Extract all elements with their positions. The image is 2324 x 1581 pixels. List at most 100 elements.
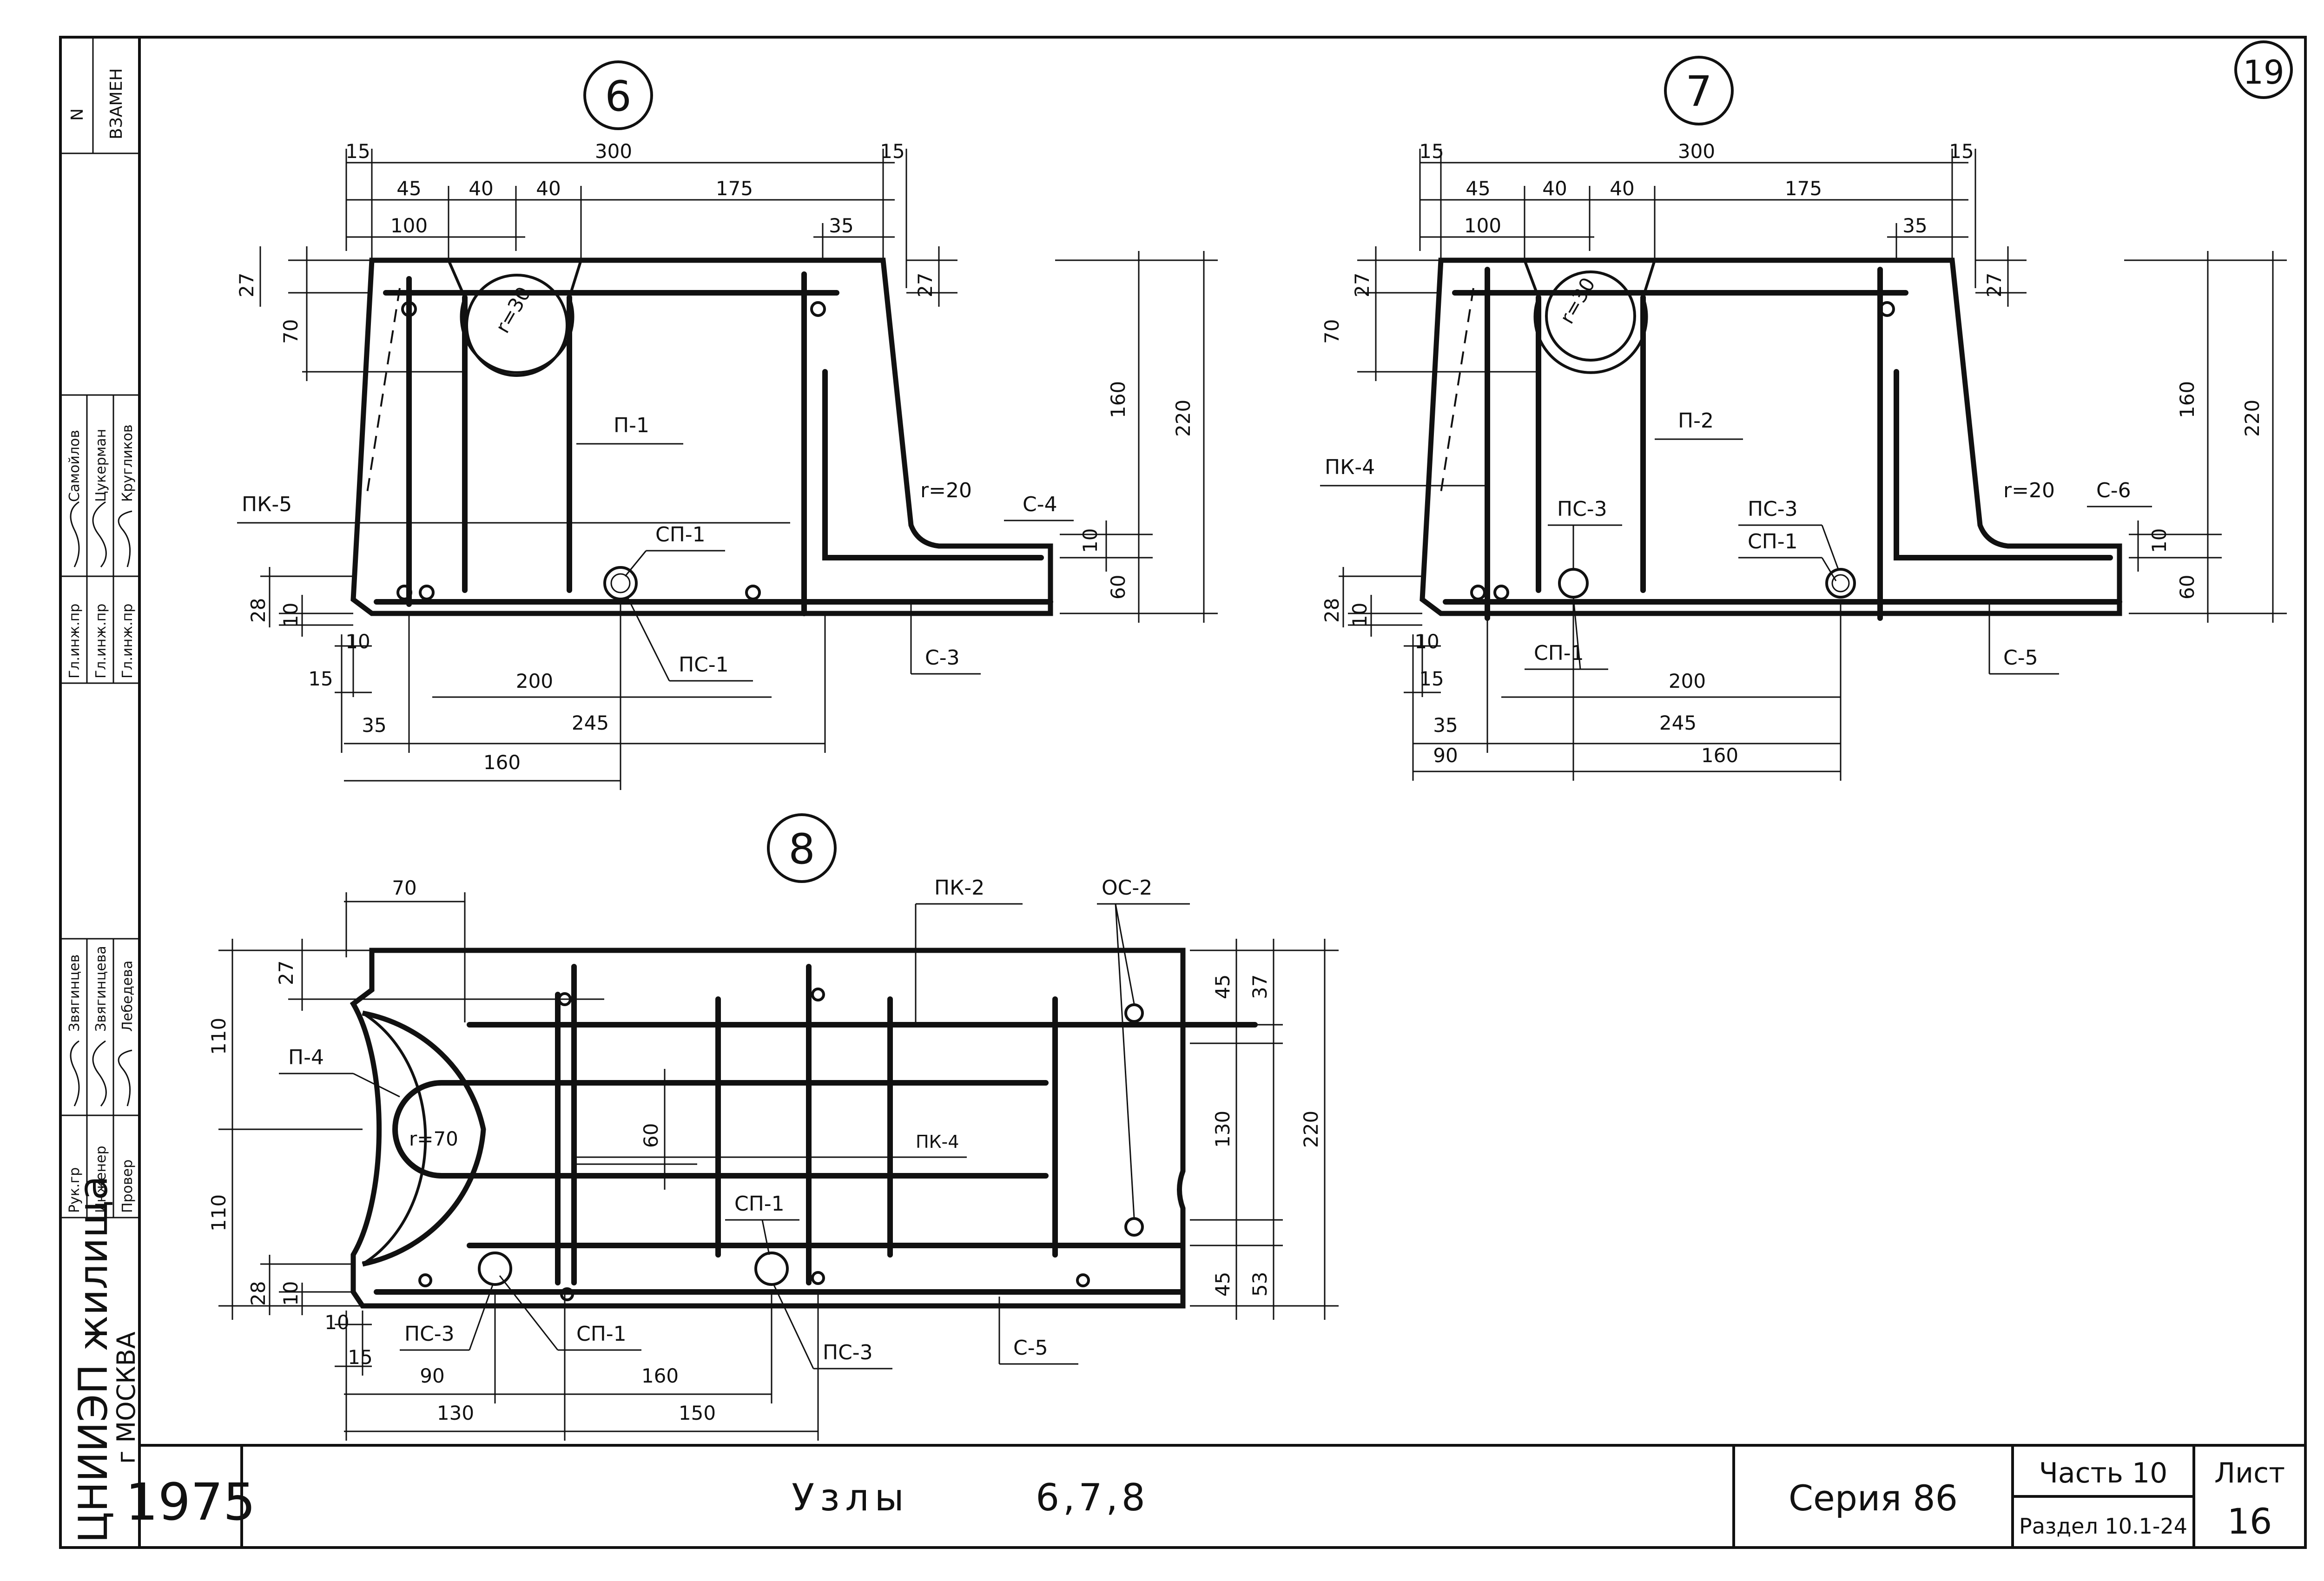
svg-text:10: 10 [279, 1281, 302, 1306]
svg-text:70: 70 [279, 319, 302, 344]
svg-text:Самойлов: Самойлов [66, 430, 83, 502]
svg-text:245: 245 [572, 711, 609, 734]
svg-text:Звягинцев: Звягинцев [66, 955, 83, 1032]
svg-text:160: 160 [641, 1364, 679, 1387]
svg-text:Гл.инж.пр: Гл.инж.пр [66, 604, 83, 679]
side-stamp: N ВЗАМЕН Гл.инж.пр Гл.инж.пр Гл.инж.пр С… [59, 36, 141, 1549]
node-6-label-pk: ПК-5 [242, 493, 292, 516]
node-7-label-ps3b: ПС-3 [1748, 497, 1798, 521]
node-6-label-p: П-1 [614, 414, 649, 437]
signature [92, 1040, 107, 1107]
svg-text:27: 27 [914, 273, 937, 297]
svg-text:130: 130 [1211, 1111, 1234, 1148]
svg-text:27: 27 [1351, 273, 1373, 297]
node-7-label-sp1b: СП-1 [1748, 530, 1798, 553]
svg-text:45: 45 [1466, 177, 1490, 200]
node-7-label-pk: ПК-4 [1325, 455, 1375, 479]
node-6-label-ps: ПС-1 [679, 653, 729, 677]
signature [118, 510, 132, 567]
svg-text:10: 10 [279, 603, 302, 627]
svg-text:28: 28 [1320, 598, 1343, 623]
section: Раздел 10.1-24 [2019, 1514, 2187, 1539]
org-name: ЦНИИЭП жилища [70, 1176, 117, 1543]
node-8-loop-bar [392, 1080, 1049, 1179]
svg-text:Звягинцева: Звягинцева [93, 946, 109, 1032]
title-nodes: 6,7,8 [1036, 1476, 1149, 1519]
svg-text:Лебедева: Лебедева [119, 961, 136, 1032]
sheet-frame [138, 36, 2307, 1549]
node-6: 6 r=30 15 300 [235, 60, 1218, 790]
svg-text:40: 40 [1610, 177, 1634, 200]
signature [70, 501, 80, 567]
svg-text:28: 28 [247, 1281, 270, 1306]
stamp-vzamen: ВЗАМЕН [107, 68, 126, 139]
svg-text:27: 27 [235, 273, 258, 297]
svg-text:35: 35 [1902, 214, 1927, 237]
svg-text:160: 160 [2176, 381, 2199, 418]
svg-text:Провер: Провер [119, 1159, 136, 1213]
node-8-ps3-bar [754, 1252, 789, 1286]
node-8-number: 8 [767, 813, 837, 883]
svg-text:15: 15 [880, 140, 905, 163]
node-8-label-pk2: ПК-2 [934, 876, 984, 900]
svg-text:37: 37 [1248, 975, 1271, 999]
svg-text:8: 8 [788, 825, 815, 874]
svg-text:15: 15 [1949, 140, 1974, 163]
svg-text:15: 15 [348, 1346, 372, 1369]
svg-text:Цукерман: Цукерман [93, 429, 109, 502]
node-6-bent-bar [366, 288, 401, 493]
node-7-ps3-bar [1825, 568, 1856, 599]
svg-text:60: 60 [1107, 575, 1129, 599]
svg-text:100: 100 [390, 214, 428, 237]
svg-text:Рук.гр: Рук.гр [66, 1167, 83, 1213]
svg-text:10: 10 [1348, 603, 1371, 627]
node-8-label-pk4: ПК-4 [916, 1132, 959, 1152]
node-7: 7 r=30 15 300 15 45 4 [1320, 56, 2287, 781]
node-6-label-c-top: С-4 [1023, 493, 1057, 516]
svg-text:220: 220 [2241, 400, 2264, 437]
svg-text:10: 10 [1414, 630, 1439, 653]
svg-text:200: 200 [516, 670, 553, 692]
svg-text:15: 15 [345, 140, 370, 163]
svg-text:40: 40 [536, 177, 561, 200]
svg-text:160: 160 [483, 751, 521, 774]
node-8-label-c5: С-5 [1013, 1336, 1048, 1360]
svg-text:160: 160 [1107, 381, 1129, 418]
svg-text:90: 90 [1433, 744, 1458, 767]
node-7-ps3-bar [1558, 568, 1589, 599]
svg-text:40: 40 [469, 177, 493, 200]
svg-text:160: 160 [1701, 744, 1738, 767]
svg-text:Инженер: Инженер [93, 1146, 109, 1213]
node-8-label-oc2: ОС-2 [1102, 876, 1152, 900]
svg-text:10: 10 [345, 630, 370, 653]
signature [70, 1040, 80, 1107]
svg-text:7: 7 [1685, 67, 1712, 116]
svg-text:300: 300 [595, 140, 632, 163]
corner-sheet-number: 19 [2234, 40, 2293, 99]
title-block: 1975 Узлы 6,7,8 Серия 86 Часть 10 Раздел… [125, 1445, 2285, 1548]
svg-text:150: 150 [679, 1402, 716, 1424]
svg-text:110: 110 [207, 1194, 230, 1232]
svg-text:130: 130 [437, 1402, 474, 1424]
signature [118, 1049, 132, 1107]
svg-text:10: 10 [1079, 528, 1102, 553]
svg-text:27: 27 [275, 961, 297, 985]
node-8-loop-outline [362, 1010, 486, 1267]
svg-text:200: 200 [1669, 670, 1706, 692]
node-7-label-sp1: СП-1 [1534, 641, 1584, 665]
node-8-ps3-bar [478, 1252, 512, 1286]
svg-text:45: 45 [1211, 975, 1234, 999]
svg-text:15: 15 [308, 667, 333, 690]
node-8-label-ps3a: ПС-3 [404, 1322, 455, 1346]
svg-text:70: 70 [1320, 319, 1343, 344]
svg-text:175: 175 [1785, 177, 1822, 200]
svg-text:220: 220 [1172, 400, 1195, 437]
svg-text:100: 100 [1464, 214, 1501, 237]
svg-text:19: 19 [2243, 53, 2284, 92]
title-word: Узлы [792, 1476, 910, 1519]
node-6-label-c-bot: С-3 [925, 646, 960, 670]
svg-text:53: 53 [1248, 1272, 1271, 1297]
node-8: 8 70 27 [207, 813, 1339, 1441]
svg-text:300: 300 [1678, 140, 1715, 163]
node-6-hook-bar [822, 369, 1044, 560]
